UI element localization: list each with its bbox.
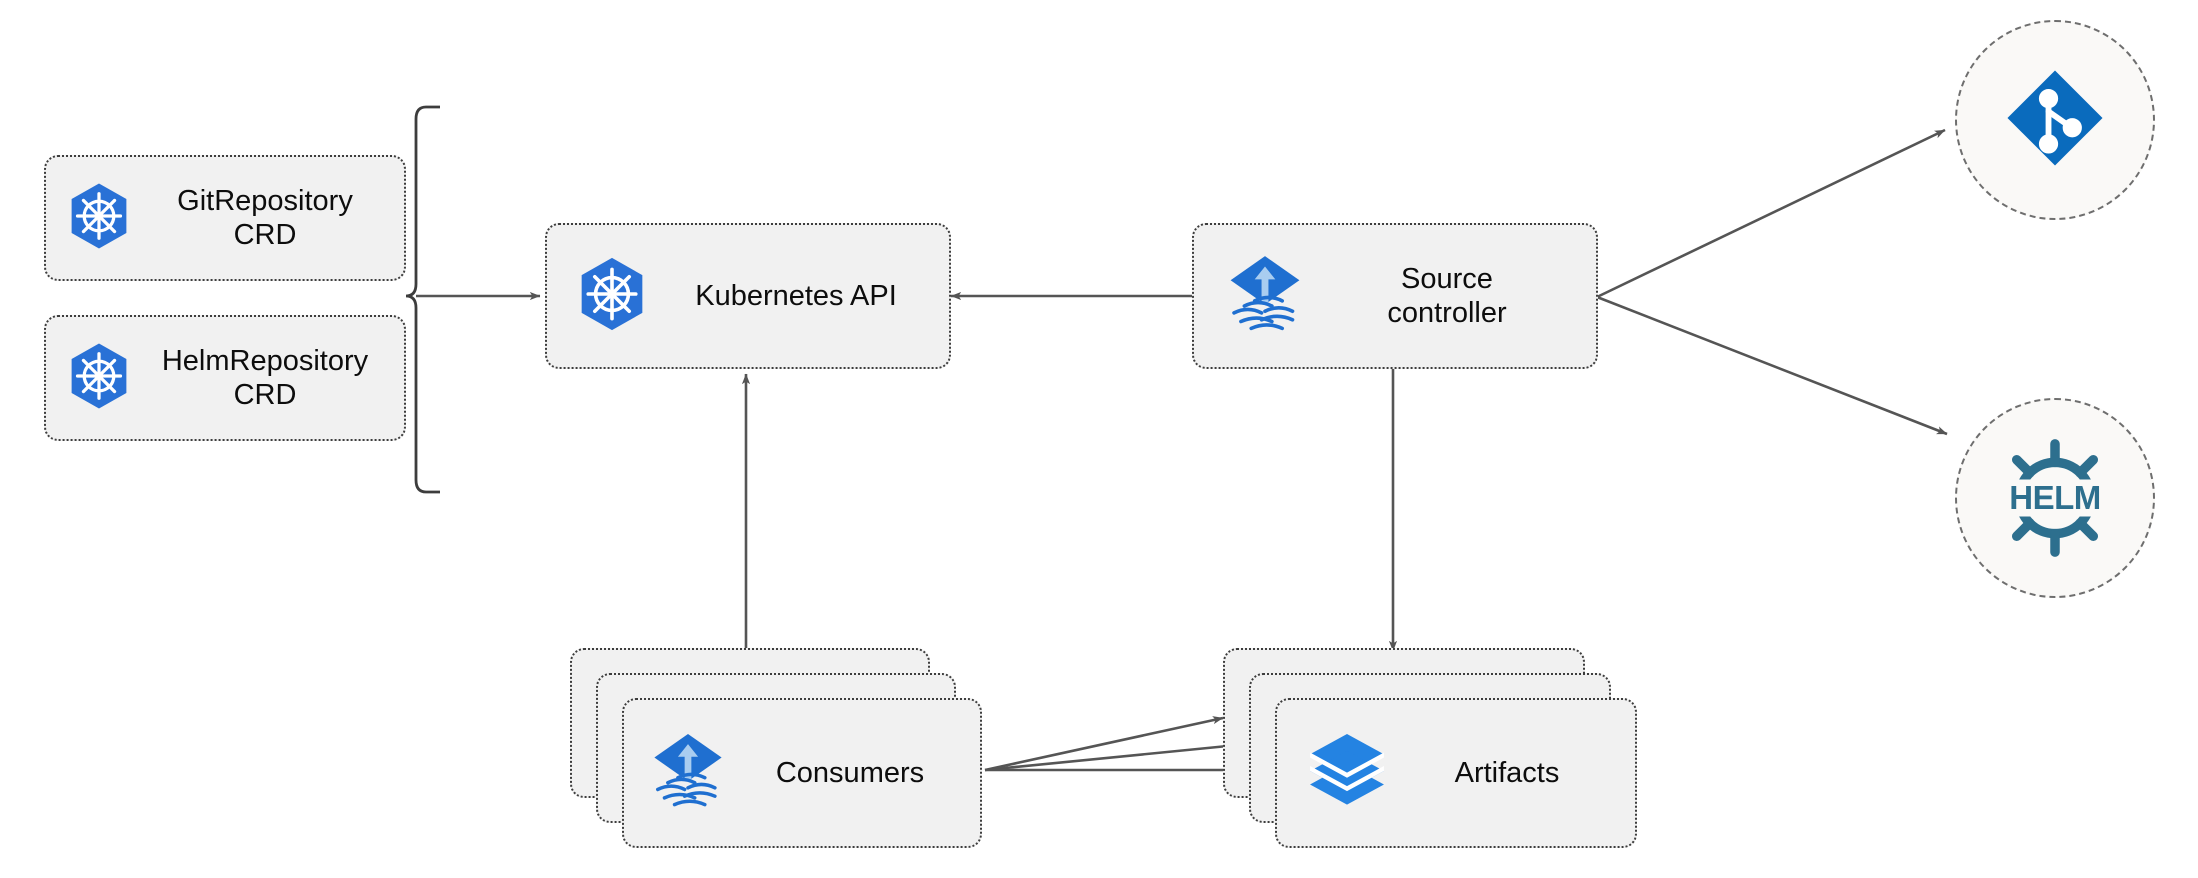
flux-icon — [1222, 251, 1308, 342]
kubernetes-icon — [62, 339, 136, 418]
node-helmrepository-crd[interactable]: HelmRepository CRD — [44, 315, 406, 441]
node-label: Consumers — [775, 756, 925, 789]
node-gitrepository-crd[interactable]: GitRepository CRD — [44, 155, 406, 281]
node-label: HelmRepository CRD — [161, 344, 369, 411]
flux-icon — [646, 729, 730, 818]
edge-source-controller-to-helm-repository — [1596, 295, 1948, 436]
node-consumers[interactable]: Consumers — [622, 698, 982, 848]
node-label: Kubernetes API — [695, 279, 897, 312]
node-git-repository[interactable] — [1955, 20, 2155, 220]
node-helm-repository[interactable]: HELM — [1955, 398, 2155, 598]
node-source-controller[interactable]: Source controller — [1192, 223, 1598, 369]
git-icon — [2001, 64, 2109, 177]
node-label: Source controller — [1387, 262, 1507, 329]
kubernetes-icon — [571, 253, 653, 340]
kubernetes-icon — [62, 179, 136, 258]
crd-bracket — [405, 105, 440, 494]
edge-consumers-to-artifacts-1 — [984, 716, 1224, 772]
node-kubernetes-api[interactable]: Kubernetes API — [545, 223, 951, 369]
node-label: GitRepository CRD — [177, 184, 353, 251]
helm-wordmark: HELM — [1989, 479, 2121, 517]
node-artifacts[interactable]: Artifacts — [1275, 698, 1637, 848]
layers-icon — [1305, 729, 1389, 818]
edge-consumers-to-artifacts-2 — [984, 740, 1249, 772]
helm-icon: HELM — [1989, 432, 2121, 564]
edge-source-controller-to-git-repository — [1596, 128, 1946, 299]
node-label: Artifacts — [1454, 756, 1560, 789]
